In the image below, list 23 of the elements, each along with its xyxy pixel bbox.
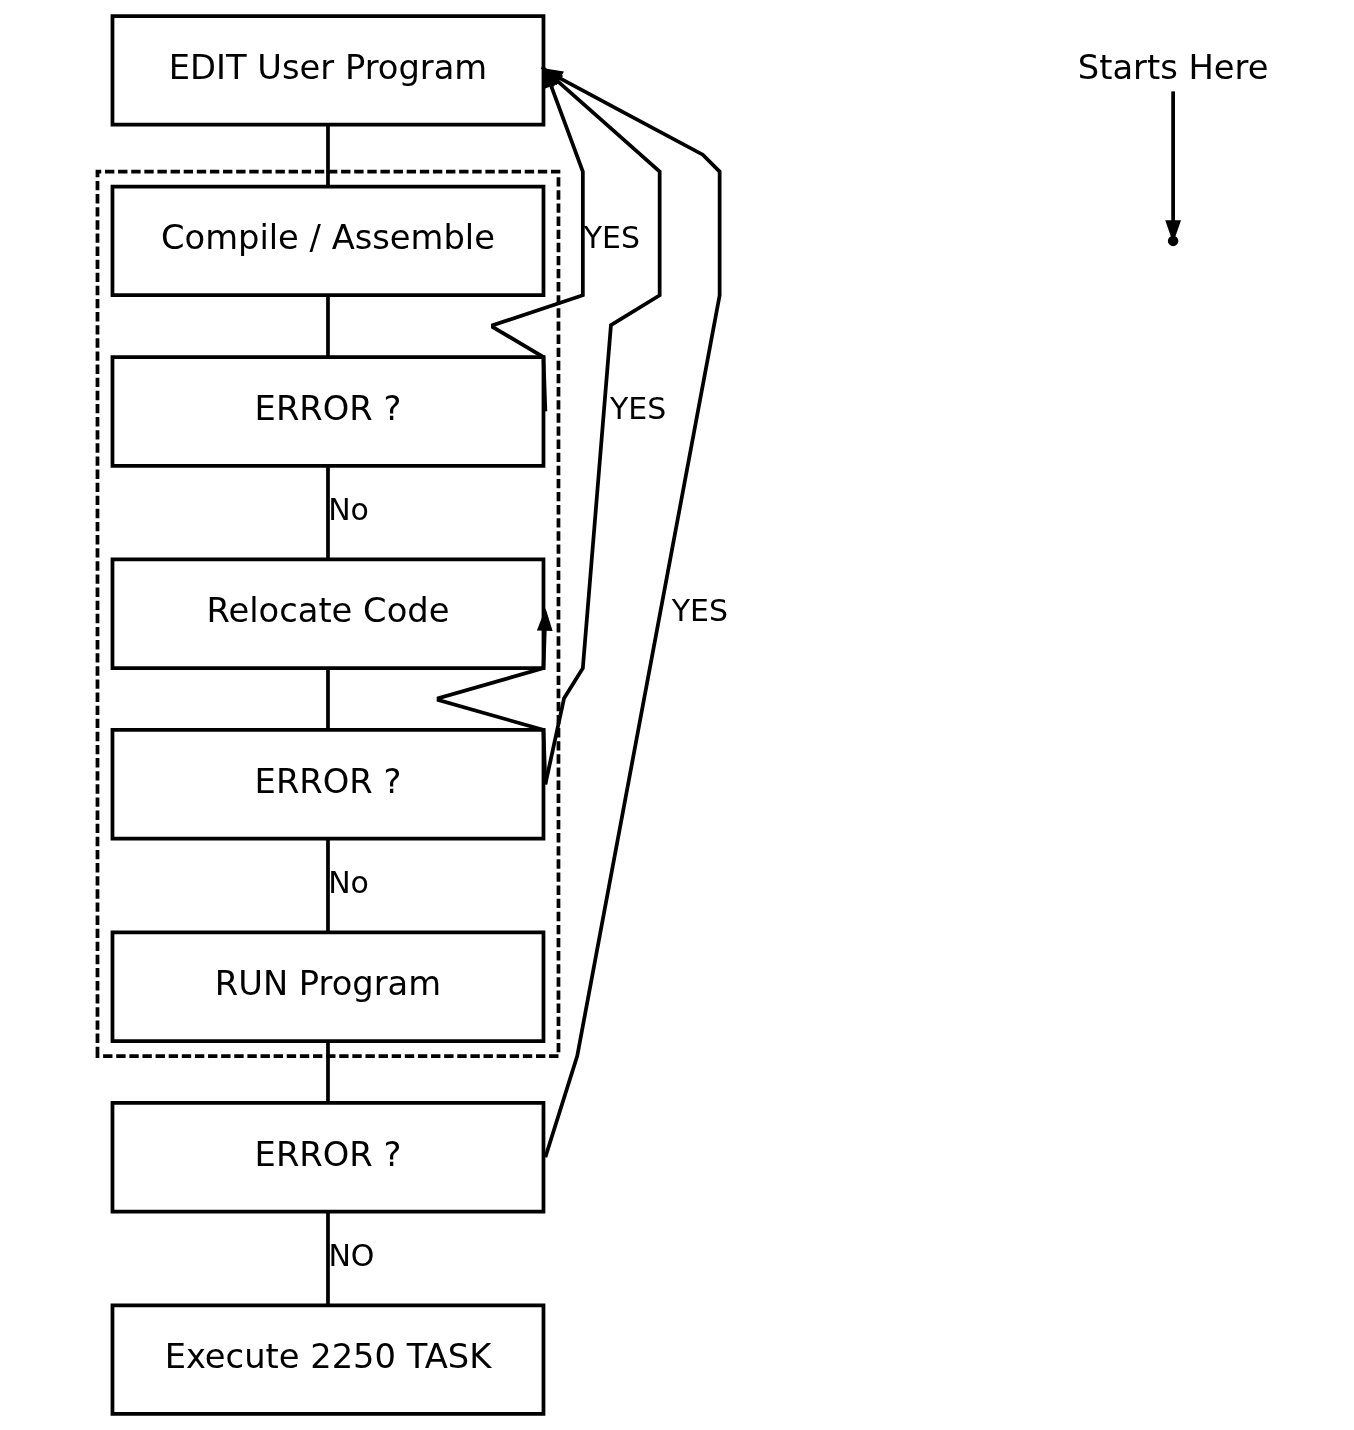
connector	[326, 838, 330, 932]
node-box: Compile / Assemble	[110, 184, 546, 298]
connector	[326, 1041, 330, 1103]
node-box: ERROR ?	[110, 355, 546, 468]
node-box: Relocate Code	[110, 557, 546, 671]
edge-label: YES	[671, 592, 729, 628]
edge-label: No	[328, 864, 369, 900]
edge-label: NO	[328, 1237, 375, 1273]
node-text: Starts Here	[1077, 47, 1269, 87]
connector	[326, 1211, 330, 1305]
edge-label: YES	[609, 390, 667, 426]
node-box: ERROR ?	[110, 1101, 546, 1214]
connector	[326, 466, 330, 559]
connector	[326, 295, 330, 357]
connector	[326, 125, 330, 187]
node-box: ERROR ?	[110, 728, 546, 841]
node-box: Execute 2250 TASK	[110, 1303, 546, 1416]
arrow	[436, 608, 553, 785]
connector	[326, 668, 330, 730]
node-box: RUN Program	[110, 930, 546, 1043]
edge-label: No	[328, 491, 369, 527]
cluster	[95, 169, 561, 1058]
node-box: EDIT User Program	[110, 14, 546, 127]
